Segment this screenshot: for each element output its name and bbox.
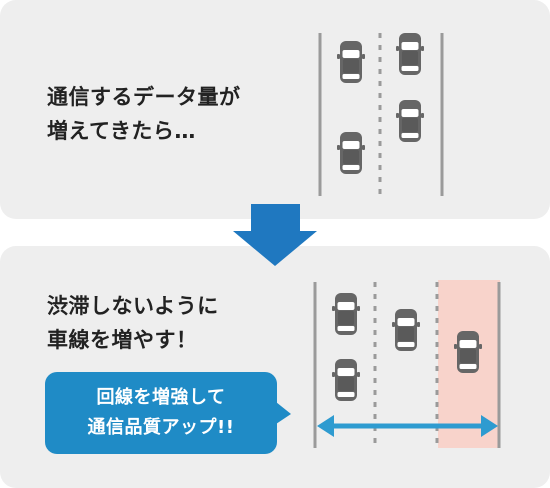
congestion-heading-line2: 増えてきたら… [47,119,196,143]
down-arrow-icon [233,204,317,266]
car-icon [392,309,420,351]
solution-heading-line1: 渋滞しないように [47,294,219,318]
callout-pointer [276,402,291,424]
car-icon [396,33,424,75]
callout-line1: 回線を増強して [96,387,226,408]
callout-line2: 通信品質アップ!! [87,417,235,438]
congestion-heading: 通信するデータ量が 増えてきたら… [47,80,241,148]
car-icon [396,100,424,142]
top-panel [0,0,550,219]
car-icon [332,359,360,401]
solution-heading-line2: 車線を増やす！ [47,328,198,352]
car-icon [337,132,365,174]
car-icon [337,41,365,83]
congestion-heading-line1: 通信するデータ量が [47,85,241,109]
double-arrow-icon [317,415,498,437]
car-icon [332,293,360,335]
callout-bubble: 回線を増強して 通信品質アップ!! [45,372,277,454]
solution-heading: 渋滞しないように 車線を増やす！ [47,289,219,357]
car-icon [454,331,482,373]
